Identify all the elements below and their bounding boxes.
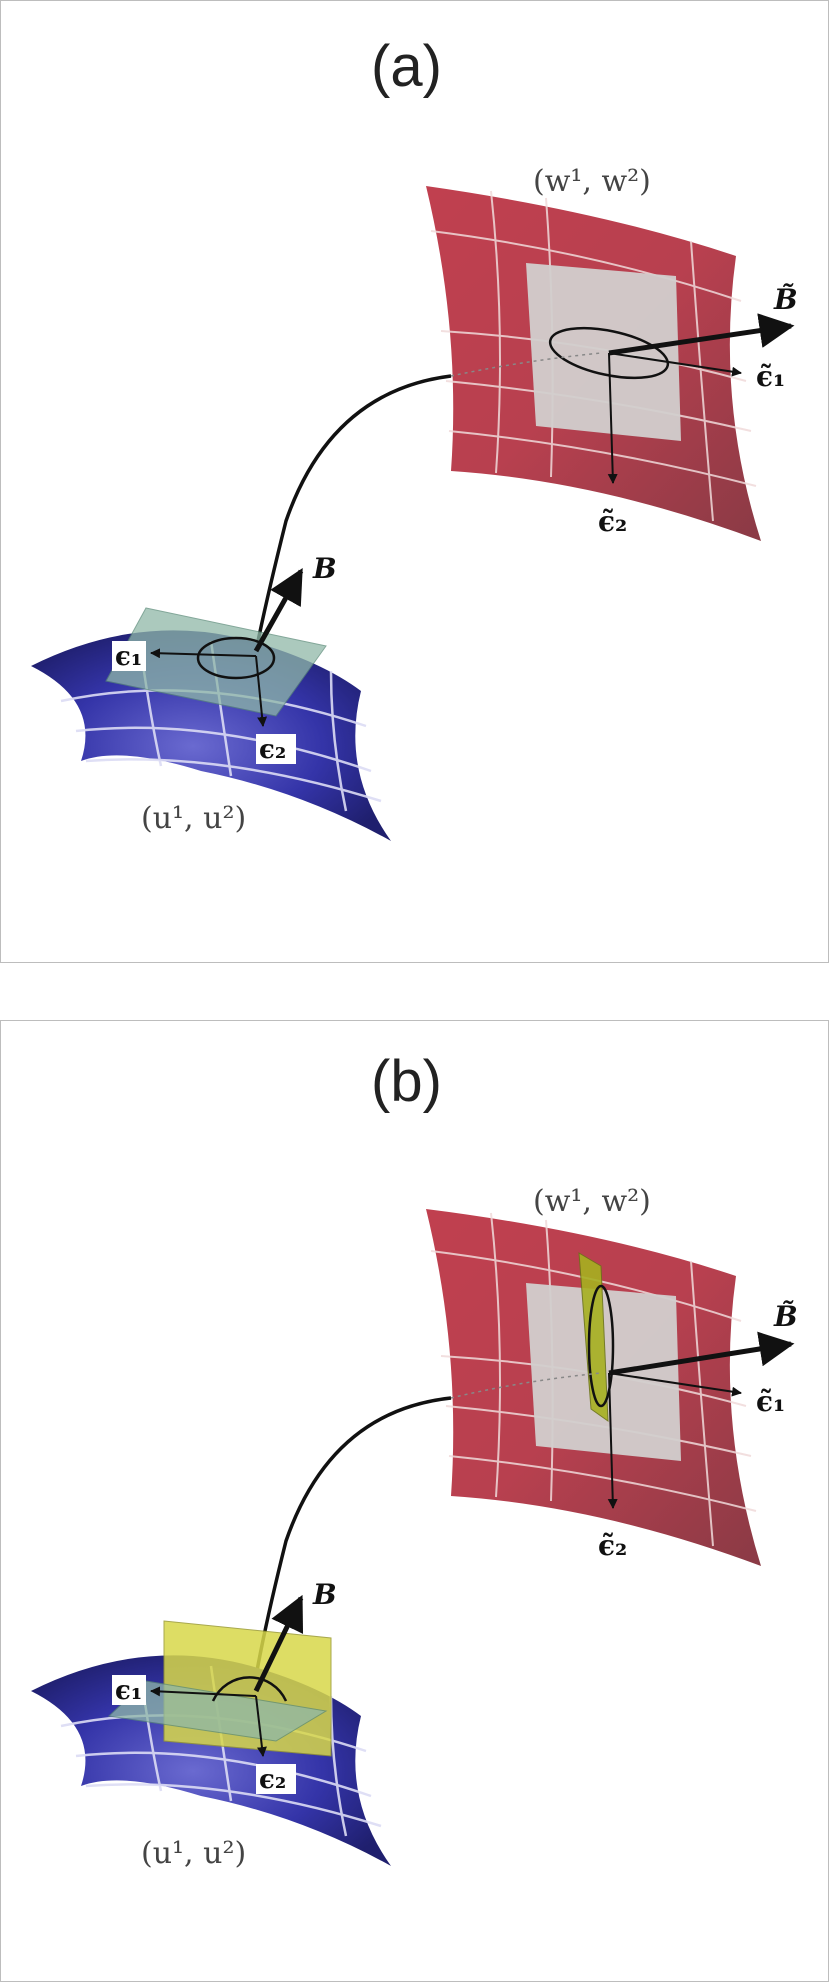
b-label: B xyxy=(312,552,337,585)
panel-title: (b) xyxy=(371,1049,442,1114)
e1-arrow xyxy=(150,1686,257,1697)
b-arrow xyxy=(253,567,304,653)
b-arrow xyxy=(253,1594,304,1693)
mapping-curve-hidden xyxy=(450,1372,602,1399)
panel-a-figure: (a) (w¹, w²) B̃ ϵ̃₁ ϵ̃₂ xyxy=(31,34,798,841)
source-coordinates-label: (u¹, u²) xyxy=(141,1836,246,1871)
panel-title: (a) xyxy=(371,34,442,99)
mapping-curve xyxy=(254,374,452,652)
e1-tilde-arrow xyxy=(608,1372,742,1397)
target-ellipse xyxy=(587,1284,615,1408)
e2-label: ϵ₂ xyxy=(259,1765,286,1795)
e2-tilde-label: ϵ̃₂ xyxy=(598,1529,627,1562)
image-plane xyxy=(578,1252,609,1422)
e1-arrow xyxy=(150,648,257,659)
e1-label: ϵ₁ xyxy=(115,642,142,672)
target-coordinates-label: (w¹, w²) xyxy=(533,1184,651,1219)
b-tilde-label: B̃ xyxy=(773,283,798,316)
e1-tilde-label: ϵ̃₁ xyxy=(756,360,785,393)
center-patch xyxy=(526,263,681,441)
b-tilde-arrow xyxy=(608,1331,795,1376)
e1-label-box xyxy=(112,641,146,671)
e2-arrow xyxy=(255,655,268,727)
e2-label-box xyxy=(256,734,296,764)
b-tilde-label: B̃ xyxy=(773,1300,798,1333)
b-label: B xyxy=(312,1578,337,1611)
b-tilde-arrow xyxy=(608,313,795,356)
e2-label-box xyxy=(256,1764,296,1794)
panel-b-figure: (b) (w¹, w²) B̃ ϵ̃₁ ϵ̃₂ xyxy=(31,1049,798,1871)
panel-a: (a) (w¹, w²) B̃ ϵ̃₁ ϵ̃₂ xyxy=(0,0,829,963)
e2-tilde-arrow xyxy=(607,1372,618,1509)
source-arc xyxy=(211,1676,288,1702)
e1-label-box xyxy=(112,1675,146,1705)
e2-tilde-label: ϵ̃₂ xyxy=(598,505,627,538)
source-circle xyxy=(196,636,276,680)
e1-tilde-arrow xyxy=(608,352,742,377)
target-circle xyxy=(548,326,670,380)
target-surface xyxy=(426,186,761,541)
e2-arrow xyxy=(255,1695,267,1757)
panel-b: (b) (w¹, w²) B̃ ϵ̃₁ ϵ̃₂ xyxy=(0,1020,829,1982)
source-coordinates-label: (u¹, u²) xyxy=(141,801,246,836)
target-coordinates-label: (w¹, w²) xyxy=(533,164,651,199)
e2-tilde-arrow xyxy=(607,352,618,484)
e1-label: ϵ₁ xyxy=(115,1676,142,1706)
mapping-curve-hidden xyxy=(450,352,602,377)
e1-tilde-label: ϵ̃₁ xyxy=(756,1385,785,1418)
e2-label: ϵ₂ xyxy=(259,735,286,765)
